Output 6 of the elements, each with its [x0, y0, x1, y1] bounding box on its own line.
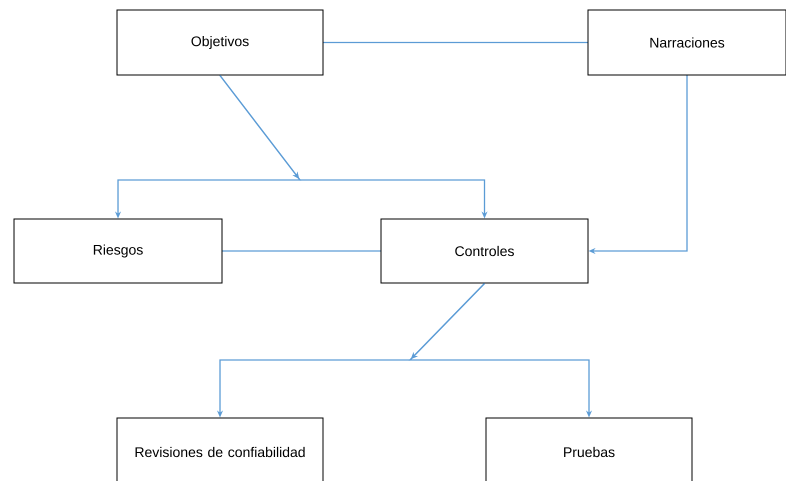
process-box: Revisiones de confiabilidad — [116, 417, 324, 481]
process-box: Pruebas — [486, 417, 692, 481]
process-box: Objetivos — [116, 10, 324, 76]
process-box: Narraciones — [588, 10, 786, 76]
process-box: Riesgos — [14, 218, 222, 284]
process-box: Controles — [380, 218, 588, 284]
